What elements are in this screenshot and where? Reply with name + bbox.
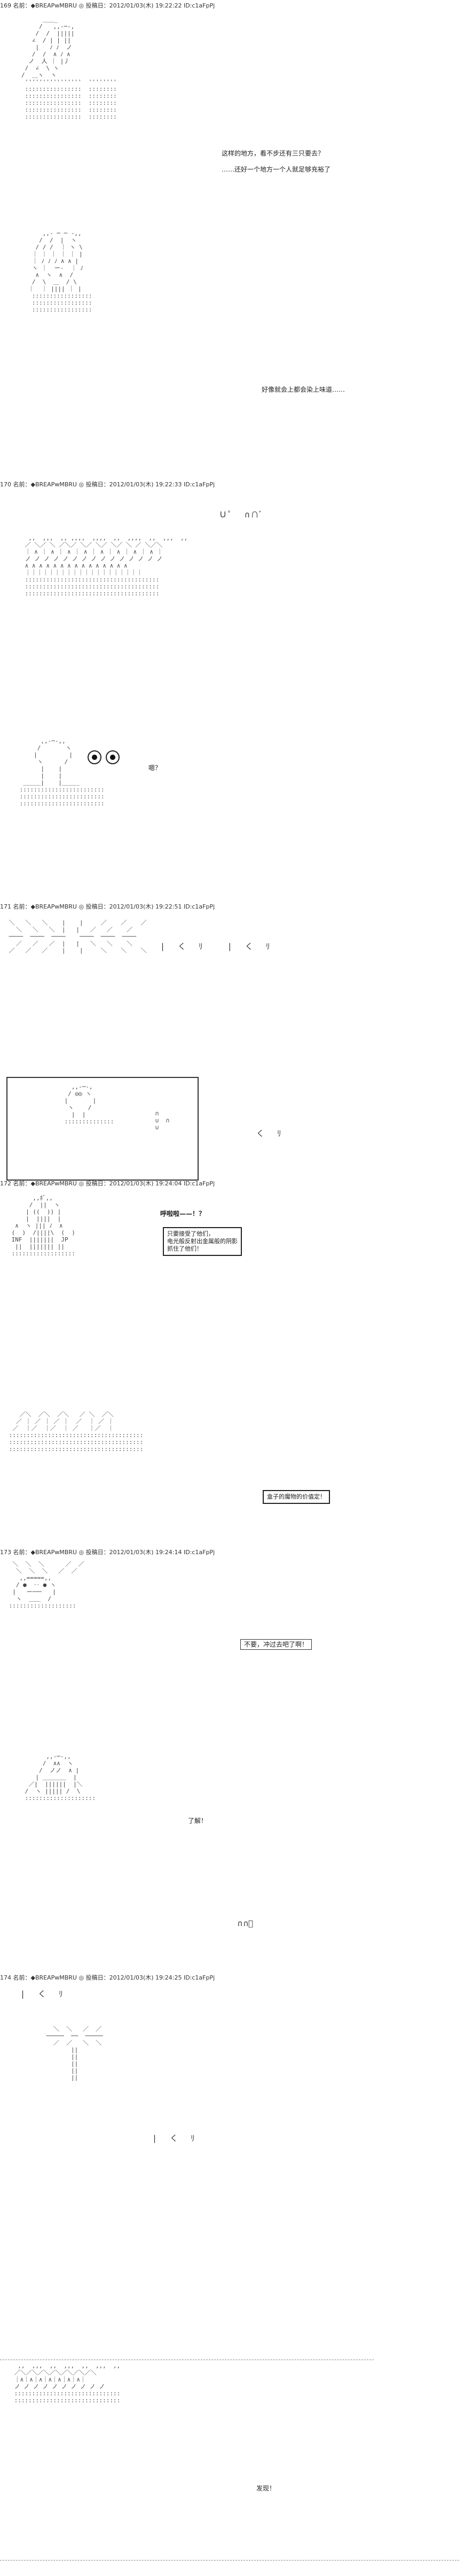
- sound-effect: | く ﾘ: [20, 1989, 64, 1999]
- post-header: 173 名前：◆BREAPwMBRU ◎ 投稿日：2012/01/03(木) 1…: [0, 1549, 215, 1556]
- dialogue-line: 呼啦啦——！？: [160, 1210, 206, 1217]
- ascii-art-figure: ,,ﾎﾞ,, / || ヽ | (( )) | | |||| | ∧ ヽ |||…: [11, 1194, 75, 1257]
- eye-icon: [88, 750, 101, 764]
- caption-line: 盒子的魔物的价值定！: [267, 1493, 326, 1500]
- caption-box: 只要接受了他们， 电光般反射出金属般的阴影 抓住了他们！: [163, 1227, 242, 1256]
- post-header: 171 名前：◆BREAPwMBRU ◎ 投稿日：2012/01/03(木) 1…: [0, 903, 215, 910]
- sound-effect: | く ﾘ | く ﾘ: [160, 942, 271, 951]
- sound-effect: Ｕﾟ ∩∩ﾞ: [219, 510, 264, 519]
- ascii-art-tower: ＼ ＼ ／ ／ ───── ── ───── ／ ／ ＼ ＼ || || || …: [46, 2026, 103, 2081]
- dialogue-line: 嗯？: [148, 764, 162, 772]
- ascii-art-figure: ,,-─-,, / ∧∧ ヽ / ノノ ∧ | | ＿＿＿＿ | ／| ||||…: [25, 1753, 96, 1802]
- divider: [0, 2560, 459, 2561]
- ascii-art-figure: ,,-─-,, / ヽ | | ヽ / | | | | ＿＿＿| |＿＿＿ ::…: [19, 738, 105, 807]
- caption-box: 盒子的魔物的价值定！: [263, 1490, 330, 1504]
- ascii-art-crowd: ,, ,,, ,, ,,, ,, ,,, ,, ／＼／＼／＼／＼／＼／＼／＼ ｜…: [14, 2362, 121, 2404]
- ascii-art-figure: ,,- ─ ─ -,, / / | ヽ / / / ｜ ヽ \ ｜ ｜ ｜ ｜ …: [28, 230, 92, 313]
- ascii-art-crowd: ,, ,,, ,, ,,,, ,,,, ,, ,,,, ,, ,,, ,, ／ …: [25, 534, 188, 597]
- dialogue-line: 了解！: [188, 1817, 208, 1825]
- caption-line: 只要接受了他们，: [167, 1230, 214, 1237]
- post-header: 170 名前：◆BREAPwMBRU ◎ 投稿日：2012/01/03(木) 1…: [0, 481, 215, 488]
- ascii-art-figure: ＼ ＼ ＼ ／ ／ ＼ ＼ ＼ ／ ／ ,,=====,, / ● ‥ ● ヽ …: [9, 1561, 84, 1609]
- dialogue-shout: 不要，冲过去吧了啊！: [240, 1639, 312, 1650]
- post-header: 174 名前：◆BREAPwMBRU ◎ 投稿日：2012/01/03(木) 1…: [0, 1974, 215, 1981]
- sound-effect: | く ﾘ: [152, 2133, 196, 2143]
- dialogue-line: 好像就会上都会染上味道……: [262, 386, 345, 393]
- sound-effect: く ﾘ: [256, 1129, 282, 1138]
- ascii-art-figure: ,,-─-, / ◎◎ ヽ | | ヽ / | | ::::::::::::::: [64, 1083, 114, 1125]
- caption-line: 电光般反射出金属般的阴影: [167, 1238, 238, 1245]
- sound-effect: ∩∩ﾞ: [238, 1919, 255, 1928]
- ascii-art-crowd: ／＼ ／＼ ／＼ ／ ＼ ／＼ ／ ｜ ／ ｜ ／ ｜ ／ ｜ ／ ｜ ／ ｜／…: [9, 1411, 144, 1453]
- dialogue-line: 这样的地方，看不步还有三只要去？: [222, 150, 325, 157]
- ascii-art-symbols: ∩ ∪ ∩ ∪: [155, 1110, 170, 1131]
- inset-panel: ,,-─-, / ◎◎ ヽ | | ヽ / | | ::::::::::::::…: [6, 1077, 199, 1181]
- ascii-art-figure: ＿＿_ / ,,-─-, / / ||||| ∠ / | | || | ﾉ ﾉ …: [21, 16, 117, 120]
- caption-line: 抓住了他们！: [167, 1245, 202, 1252]
- post-header: 172 名前：◆BREAPwMBRU ◎ 投稿日：2012/01/03(木) 1…: [0, 1180, 215, 1187]
- dialogue-line: 发现！: [256, 2485, 276, 2492]
- ascii-art-burst: ＼ ＼ ＼ | | ／ ／ ／ ＼ ＼ ＼ | | ／ ／ ／ ──── ───…: [9, 919, 147, 954]
- eye-icon: [106, 750, 120, 764]
- dialogue-line: ……还好一个地方一个人就足够充裕了: [222, 166, 331, 173]
- post-header: 169 名前：◆BREAPwMBRU ◎ 投稿日：2012/01/03(木) 1…: [0, 2, 215, 9]
